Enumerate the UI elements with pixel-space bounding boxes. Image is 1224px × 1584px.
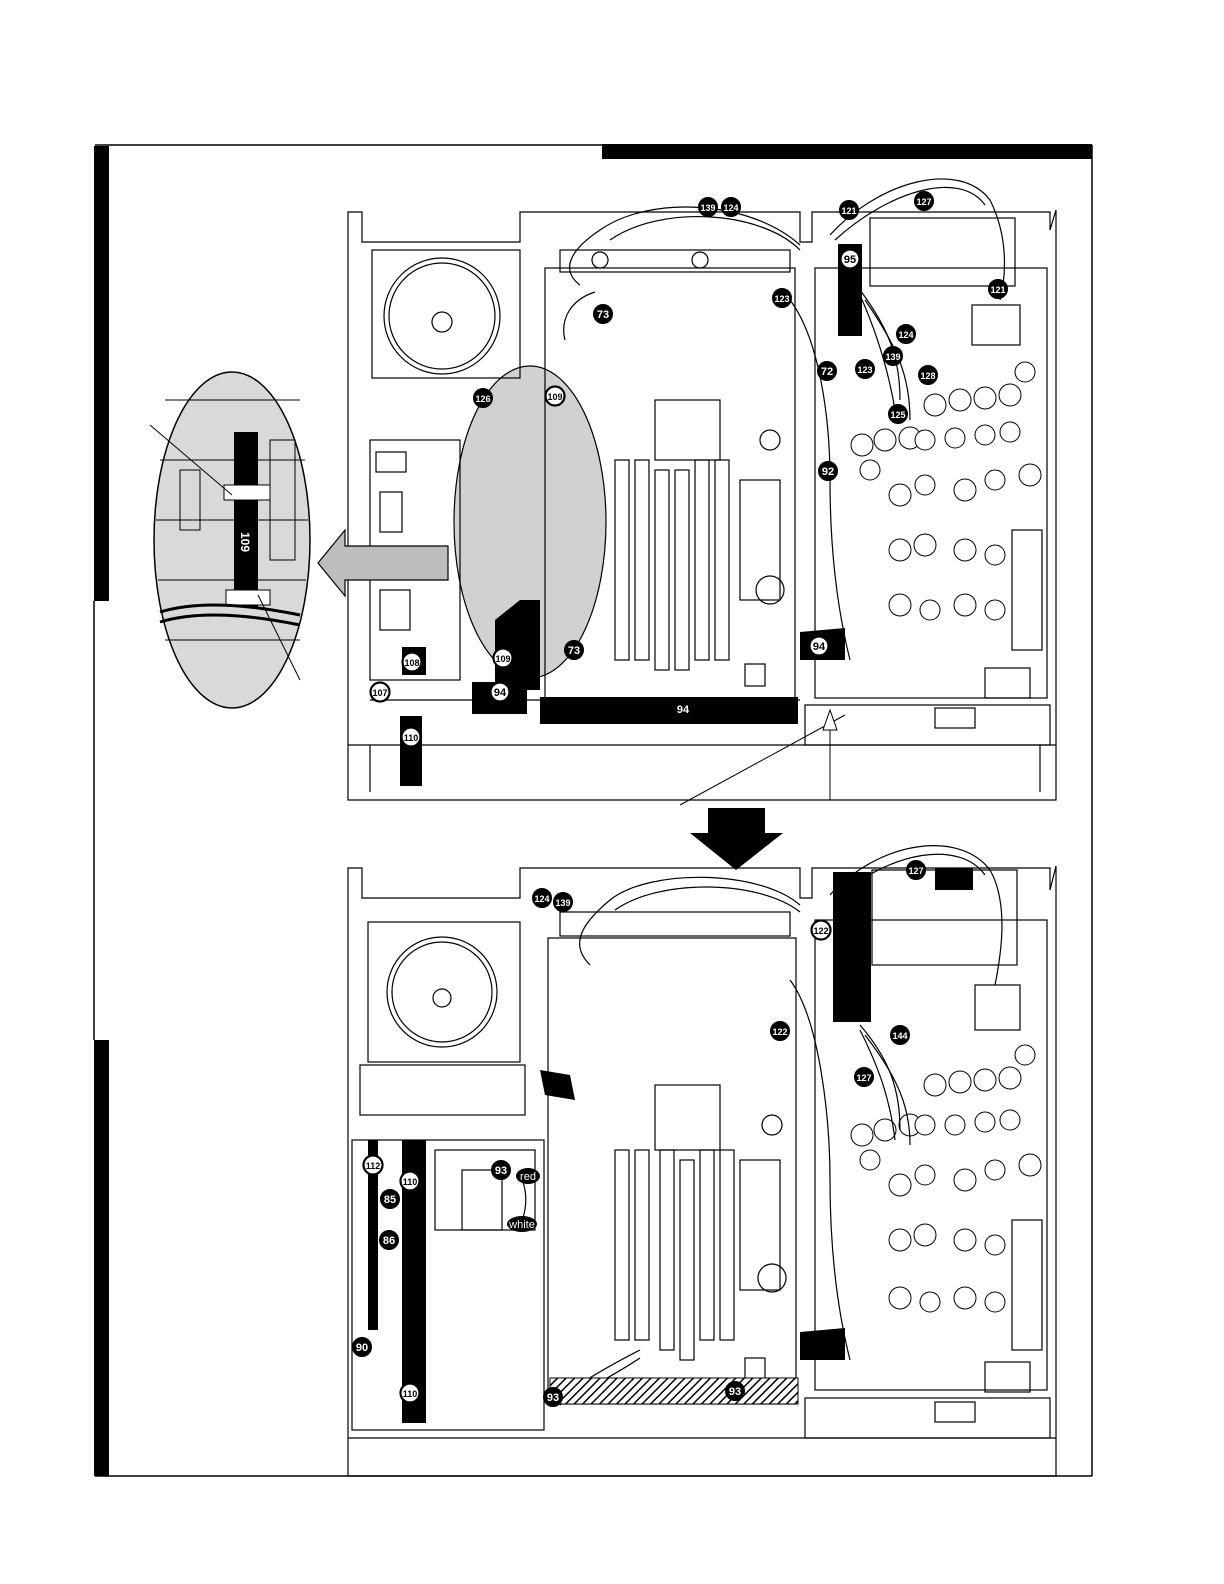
svg-text:109: 109: [495, 654, 510, 664]
svg-text:121: 121: [841, 206, 856, 216]
callout-112: 112: [364, 1156, 383, 1175]
callout-92: 92: [819, 462, 838, 481]
svg-text:107: 107: [372, 688, 387, 698]
callout-139: 139: [699, 198, 718, 217]
callout-127: 127: [915, 192, 934, 211]
callout-127: 127: [907, 861, 926, 880]
svg-text:121: 121: [990, 285, 1005, 295]
svg-text:red: red: [520, 1171, 536, 1183]
callout-144: 144: [891, 1026, 910, 1045]
callout-123: 123: [773, 289, 792, 308]
svg-text:85: 85: [384, 1194, 396, 1206]
top-highlight-ellipse: [454, 366, 606, 678]
svg-text:123: 123: [774, 294, 789, 304]
callout-95: 95: [841, 250, 860, 269]
svg-text:109: 109: [547, 392, 562, 402]
callout-90: 90: [353, 1338, 372, 1357]
svg-text:139: 139: [700, 203, 715, 213]
svg-text:95: 95: [844, 254, 856, 266]
callout-93: 93: [544, 1388, 563, 1407]
callout-126: 126: [474, 389, 493, 408]
callout-121: 121: [840, 201, 859, 220]
svg-text:124: 124: [723, 203, 738, 213]
svg-text:124: 124: [534, 894, 549, 904]
bottom-hatched-tape: [550, 1378, 798, 1404]
callout-122: 122: [812, 921, 831, 940]
callout-122: 122: [771, 1022, 790, 1041]
wire-label-white: white: [507, 1216, 537, 1232]
callout-85: 85: [381, 1190, 400, 1209]
svg-text:white: white: [508, 1219, 535, 1231]
callout-108: 108: [403, 653, 422, 672]
bottom-black-tapes: [368, 868, 973, 1423]
callout-93: 93: [492, 1161, 511, 1180]
page-frame: [94, 144, 1092, 1476]
svg-text:122: 122: [772, 1027, 787, 1037]
svg-text:94: 94: [677, 704, 690, 716]
wire-label-red: red: [516, 1168, 540, 1184]
detail-magnifier: 109: [150, 372, 310, 708]
svg-text:93: 93: [729, 1386, 741, 1398]
svg-text:127: 127: [916, 197, 931, 207]
svg-text:127: 127: [908, 866, 923, 876]
callout-110: 110: [402, 728, 421, 747]
callout-93: 93: [726, 1382, 745, 1401]
detail-label-109: 109: [238, 532, 252, 552]
svg-text:94: 94: [813, 641, 826, 653]
callout-73: 73: [594, 305, 613, 324]
svg-text:93: 93: [495, 1165, 507, 1177]
callout-125: 125: [889, 405, 908, 424]
callout-73: 73: [565, 641, 584, 660]
svg-text:92: 92: [822, 466, 834, 478]
callout-121: 121: [989, 280, 1008, 299]
callout-128: 128: [919, 366, 938, 385]
svg-text:72: 72: [821, 366, 833, 378]
callout-124: 124: [533, 889, 552, 908]
svg-text:94: 94: [494, 687, 507, 699]
callout-110: 110: [401, 1384, 420, 1403]
svg-text:73: 73: [568, 645, 580, 657]
svg-text:128: 128: [920, 371, 935, 381]
callout-123: 123: [856, 360, 875, 379]
left-arrow: [318, 530, 448, 596]
callout-94: 94: [491, 683, 510, 702]
callout-139: 139: [554, 893, 573, 912]
svg-text:139: 139: [555, 898, 570, 908]
callout-124: 124: [722, 198, 741, 217]
callout-139: 139: [884, 347, 903, 366]
svg-text:110: 110: [403, 1389, 418, 1399]
callout-72: 72: [818, 362, 837, 381]
callout-107: 107: [371, 683, 390, 702]
callout-124: 124: [897, 325, 916, 344]
svg-text:93: 93: [547, 1392, 559, 1404]
svg-text:124: 124: [898, 330, 913, 340]
callout-94: 94: [810, 637, 829, 656]
callout-109: 109: [546, 387, 565, 406]
svg-text:110: 110: [403, 1177, 418, 1187]
svg-text:112: 112: [366, 1161, 381, 1171]
svg-text:126: 126: [475, 394, 490, 404]
callout-86: 86: [380, 1231, 399, 1250]
callout-109: 109: [494, 649, 513, 668]
svg-text:108: 108: [404, 658, 419, 668]
svg-text:122: 122: [813, 926, 828, 936]
svg-text:90: 90: [356, 1342, 368, 1354]
svg-text:110: 110: [404, 733, 419, 743]
down-arrow: [690, 808, 783, 870]
svg-text:127: 127: [856, 1073, 871, 1083]
svg-text:86: 86: [383, 1235, 395, 1247]
svg-text:144: 144: [892, 1031, 907, 1041]
svg-text:73: 73: [597, 309, 609, 321]
callout-110: 110: [401, 1172, 420, 1191]
svg-text:109: 109: [238, 532, 252, 552]
callout-127: 127: [855, 1068, 874, 1087]
callout-94: 94: [674, 700, 693, 719]
svg-text:123: 123: [857, 365, 872, 375]
svg-text:139: 139: [885, 352, 900, 362]
svg-text:125: 125: [890, 410, 905, 420]
top-leader-lines: [680, 710, 845, 805]
